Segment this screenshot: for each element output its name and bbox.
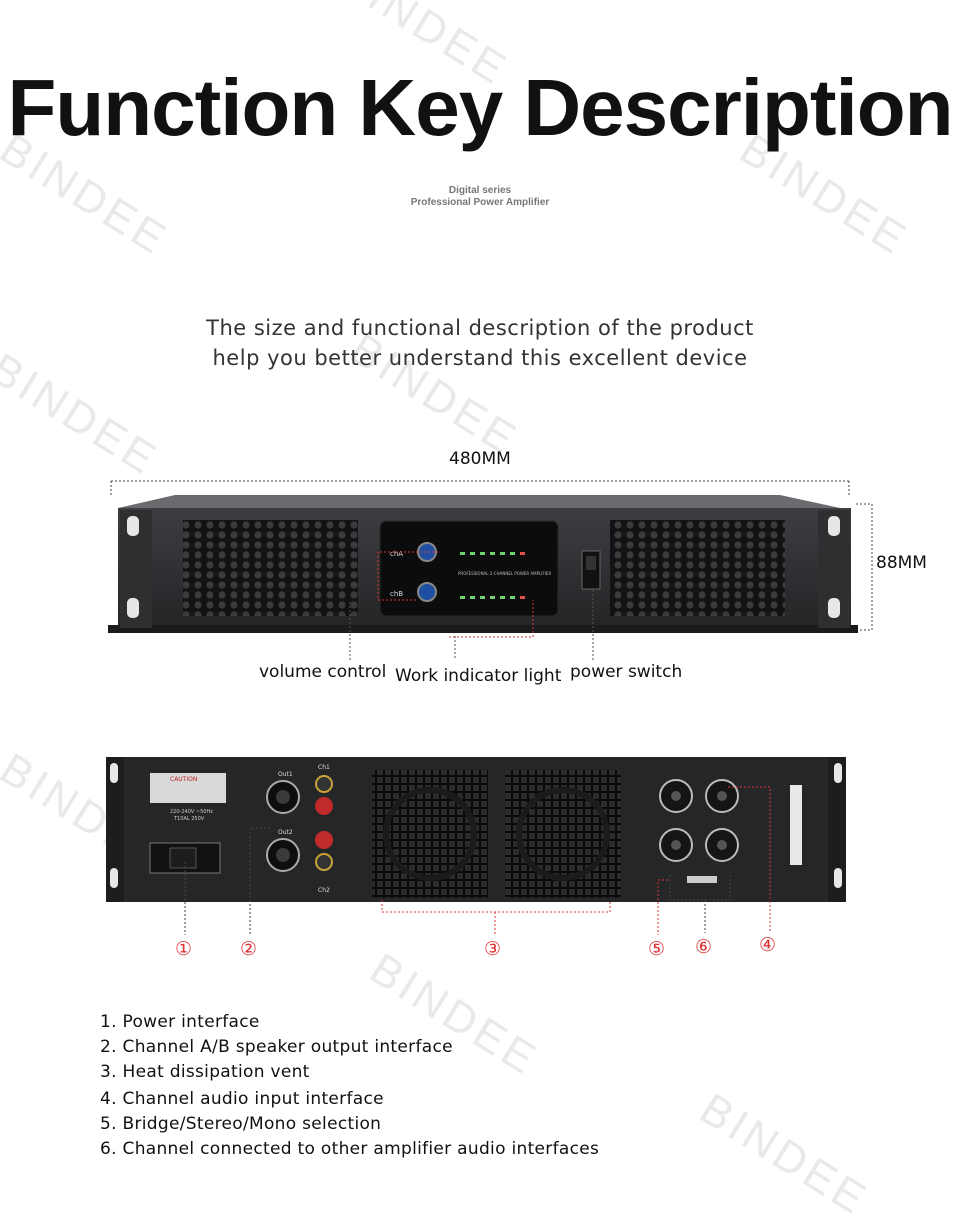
fuse-text: T10AL 250V [173, 816, 205, 822]
legend-item-6: 6. Channel connected to other amplifier … [100, 1139, 600, 1159]
marker-5: ⑤ [648, 938, 666, 960]
callout-work-indicator-light: Work indicator light [395, 666, 562, 686]
marker-3: ③ [484, 938, 502, 960]
out-label: Out2 [278, 829, 293, 836]
page-title: Function Key Description [7, 63, 954, 152]
voltage-text: 220-240V ~50Hz [170, 809, 213, 815]
marker-6: ⑥ [695, 936, 713, 958]
caution-text: CAUTION [170, 776, 197, 783]
legend-item-4: 4. Channel audio input interface [100, 1089, 384, 1109]
height-dimension-label: 88MM [876, 553, 927, 573]
series-label: Digital series [448, 185, 512, 196]
intro-text-line-1: The size and functional description of t… [206, 316, 754, 340]
marker-4: ④ [759, 934, 777, 956]
marker-2: ② [240, 938, 258, 960]
front-panel-illustration: chA chB PROFESSIONAL 2-CHANNEL POWER AMP… [108, 480, 873, 660]
marker-1: ① [175, 938, 193, 960]
intro-text-line-2: help you better understand this excellen… [212, 346, 748, 370]
ch-label: Ch1 [318, 764, 330, 771]
rear-panel-illustration: CAUTION 220-240V ~50Hz T10AL 250V Out1 O… [106, 757, 846, 935]
width-dimension-label: 480MM [449, 449, 511, 469]
legend-item-1: 1. Power interface [100, 1012, 260, 1032]
display-text: PROFESSIONAL 2-CHANNEL POWER AMPLIFIER [458, 571, 551, 576]
series-subtitle: Professional Power Amplifier [410, 197, 550, 208]
watermark: BINDEE [691, 1084, 877, 1226]
legend-item-5: 5. Bridge/Stereo/Mono selection [100, 1114, 382, 1134]
legend-item-3: 3. Heat dissipation vent [100, 1062, 310, 1082]
knob-label: chB [390, 590, 403, 598]
callout-volume-control: volume control [259, 662, 387, 682]
legend-item-2: 2. Channel A/B speaker output interface [100, 1037, 453, 1057]
knob-label: chA [390, 550, 403, 558]
out-label: Out1 [278, 771, 293, 778]
callout-power-switch: power switch [570, 662, 683, 682]
ch-label: Ch2 [318, 887, 330, 894]
